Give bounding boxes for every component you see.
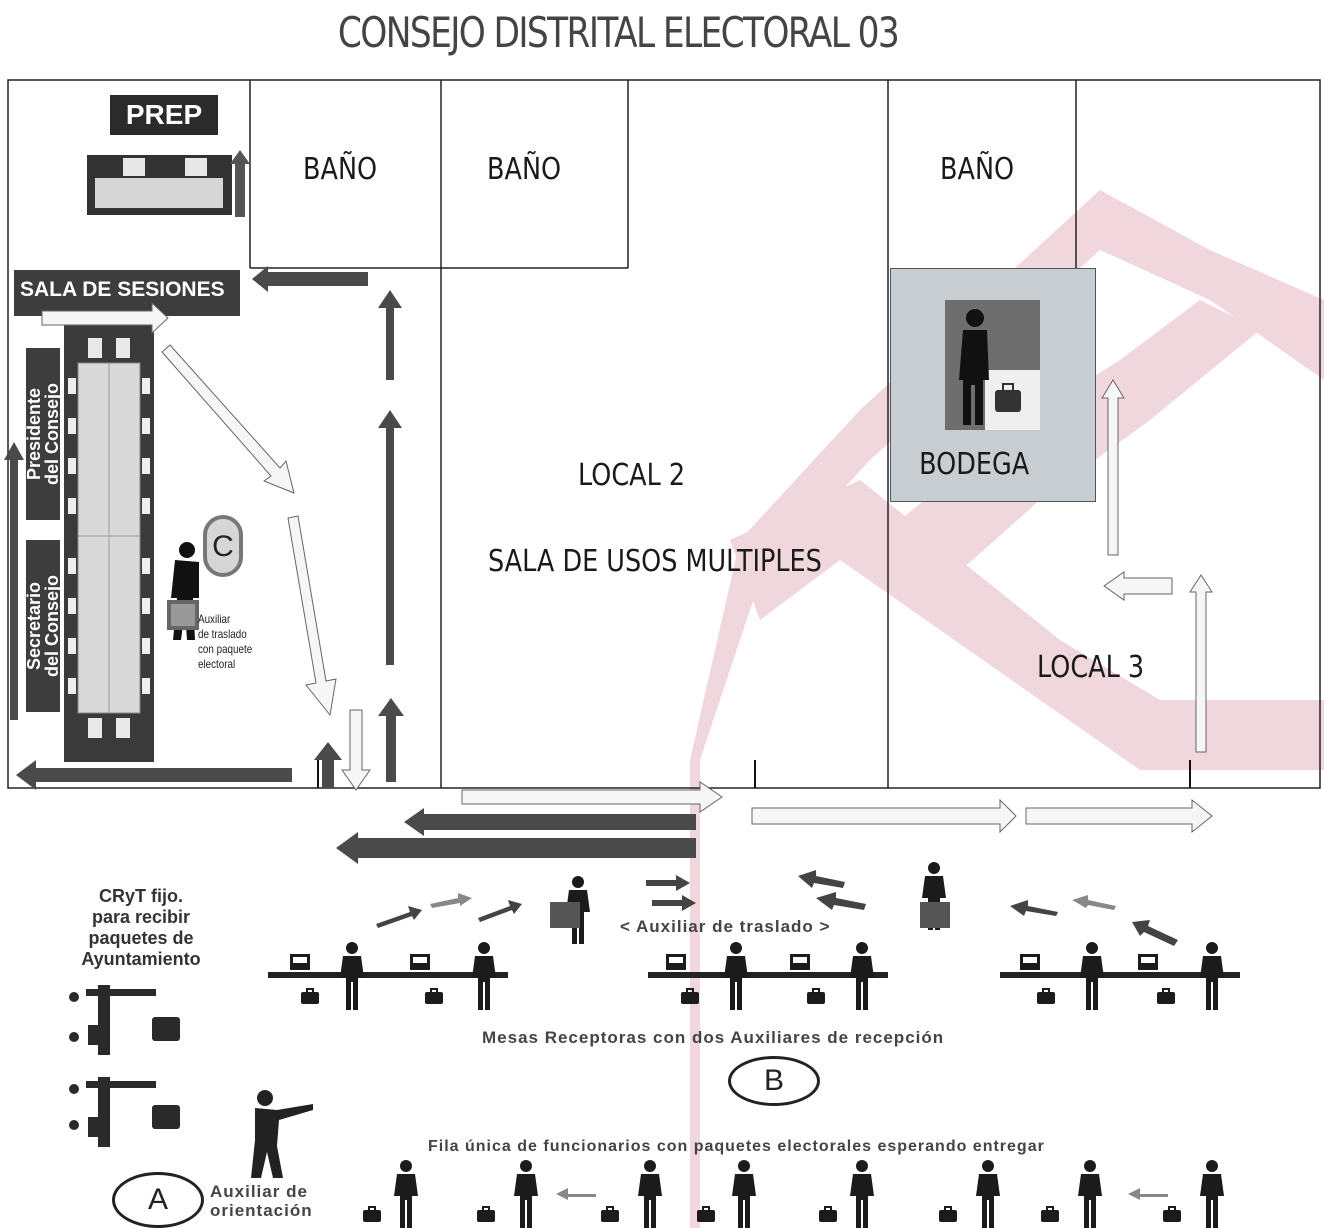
prep-desk — [87, 150, 250, 217]
bodega-label: BODEGA — [919, 447, 1030, 482]
traslado-label: < Auxiliar de traslado > — [620, 917, 831, 936]
bano-label-1: BAÑO — [303, 152, 378, 187]
auxiliar-c-person-icon — [167, 542, 199, 640]
station-a-badge: A — [112, 1172, 204, 1228]
secretario-box — [26, 540, 60, 712]
page-title: CONSEJO DISTRITAL ELECTORAL 03 — [337, 8, 900, 57]
auxiliar-orientacion-icon — [251, 1090, 313, 1178]
station-c-badge: C — [203, 515, 243, 577]
mesas-label: Mesas Receptoras con dos Auxiliares de r… — [482, 1028, 945, 1047]
session-table-seats — [68, 338, 150, 738]
fila-label: Fila única de funcionarios con paquetes … — [428, 1138, 1045, 1155]
sala-sesiones-label: SALA DE SESIONES — [14, 270, 240, 316]
bodega-person-icon — [945, 300, 1040, 430]
station-b-badge: B — [728, 1056, 820, 1106]
crt-stations-icon — [69, 985, 180, 1147]
prep-label: PREP — [110, 95, 218, 135]
local-3-label: LOCAL 3 — [1037, 650, 1145, 685]
bano-label-2: BAÑO — [487, 152, 562, 187]
station-c-label: Auxiliar de traslado con paquete elector… — [198, 612, 253, 671]
local-2-label: LOCAL 2 — [578, 458, 686, 493]
presidente-box — [26, 348, 60, 520]
bano-label-3: BAÑO — [940, 152, 1015, 187]
station-a-label: Auxiliar de orientación — [210, 1182, 313, 1220]
crt-label: CRyT fijo. para recibir paquetes de Ayun… — [81, 886, 201, 969]
sala-usos-label: SALA DE USOS MULTIPLES — [488, 544, 822, 579]
